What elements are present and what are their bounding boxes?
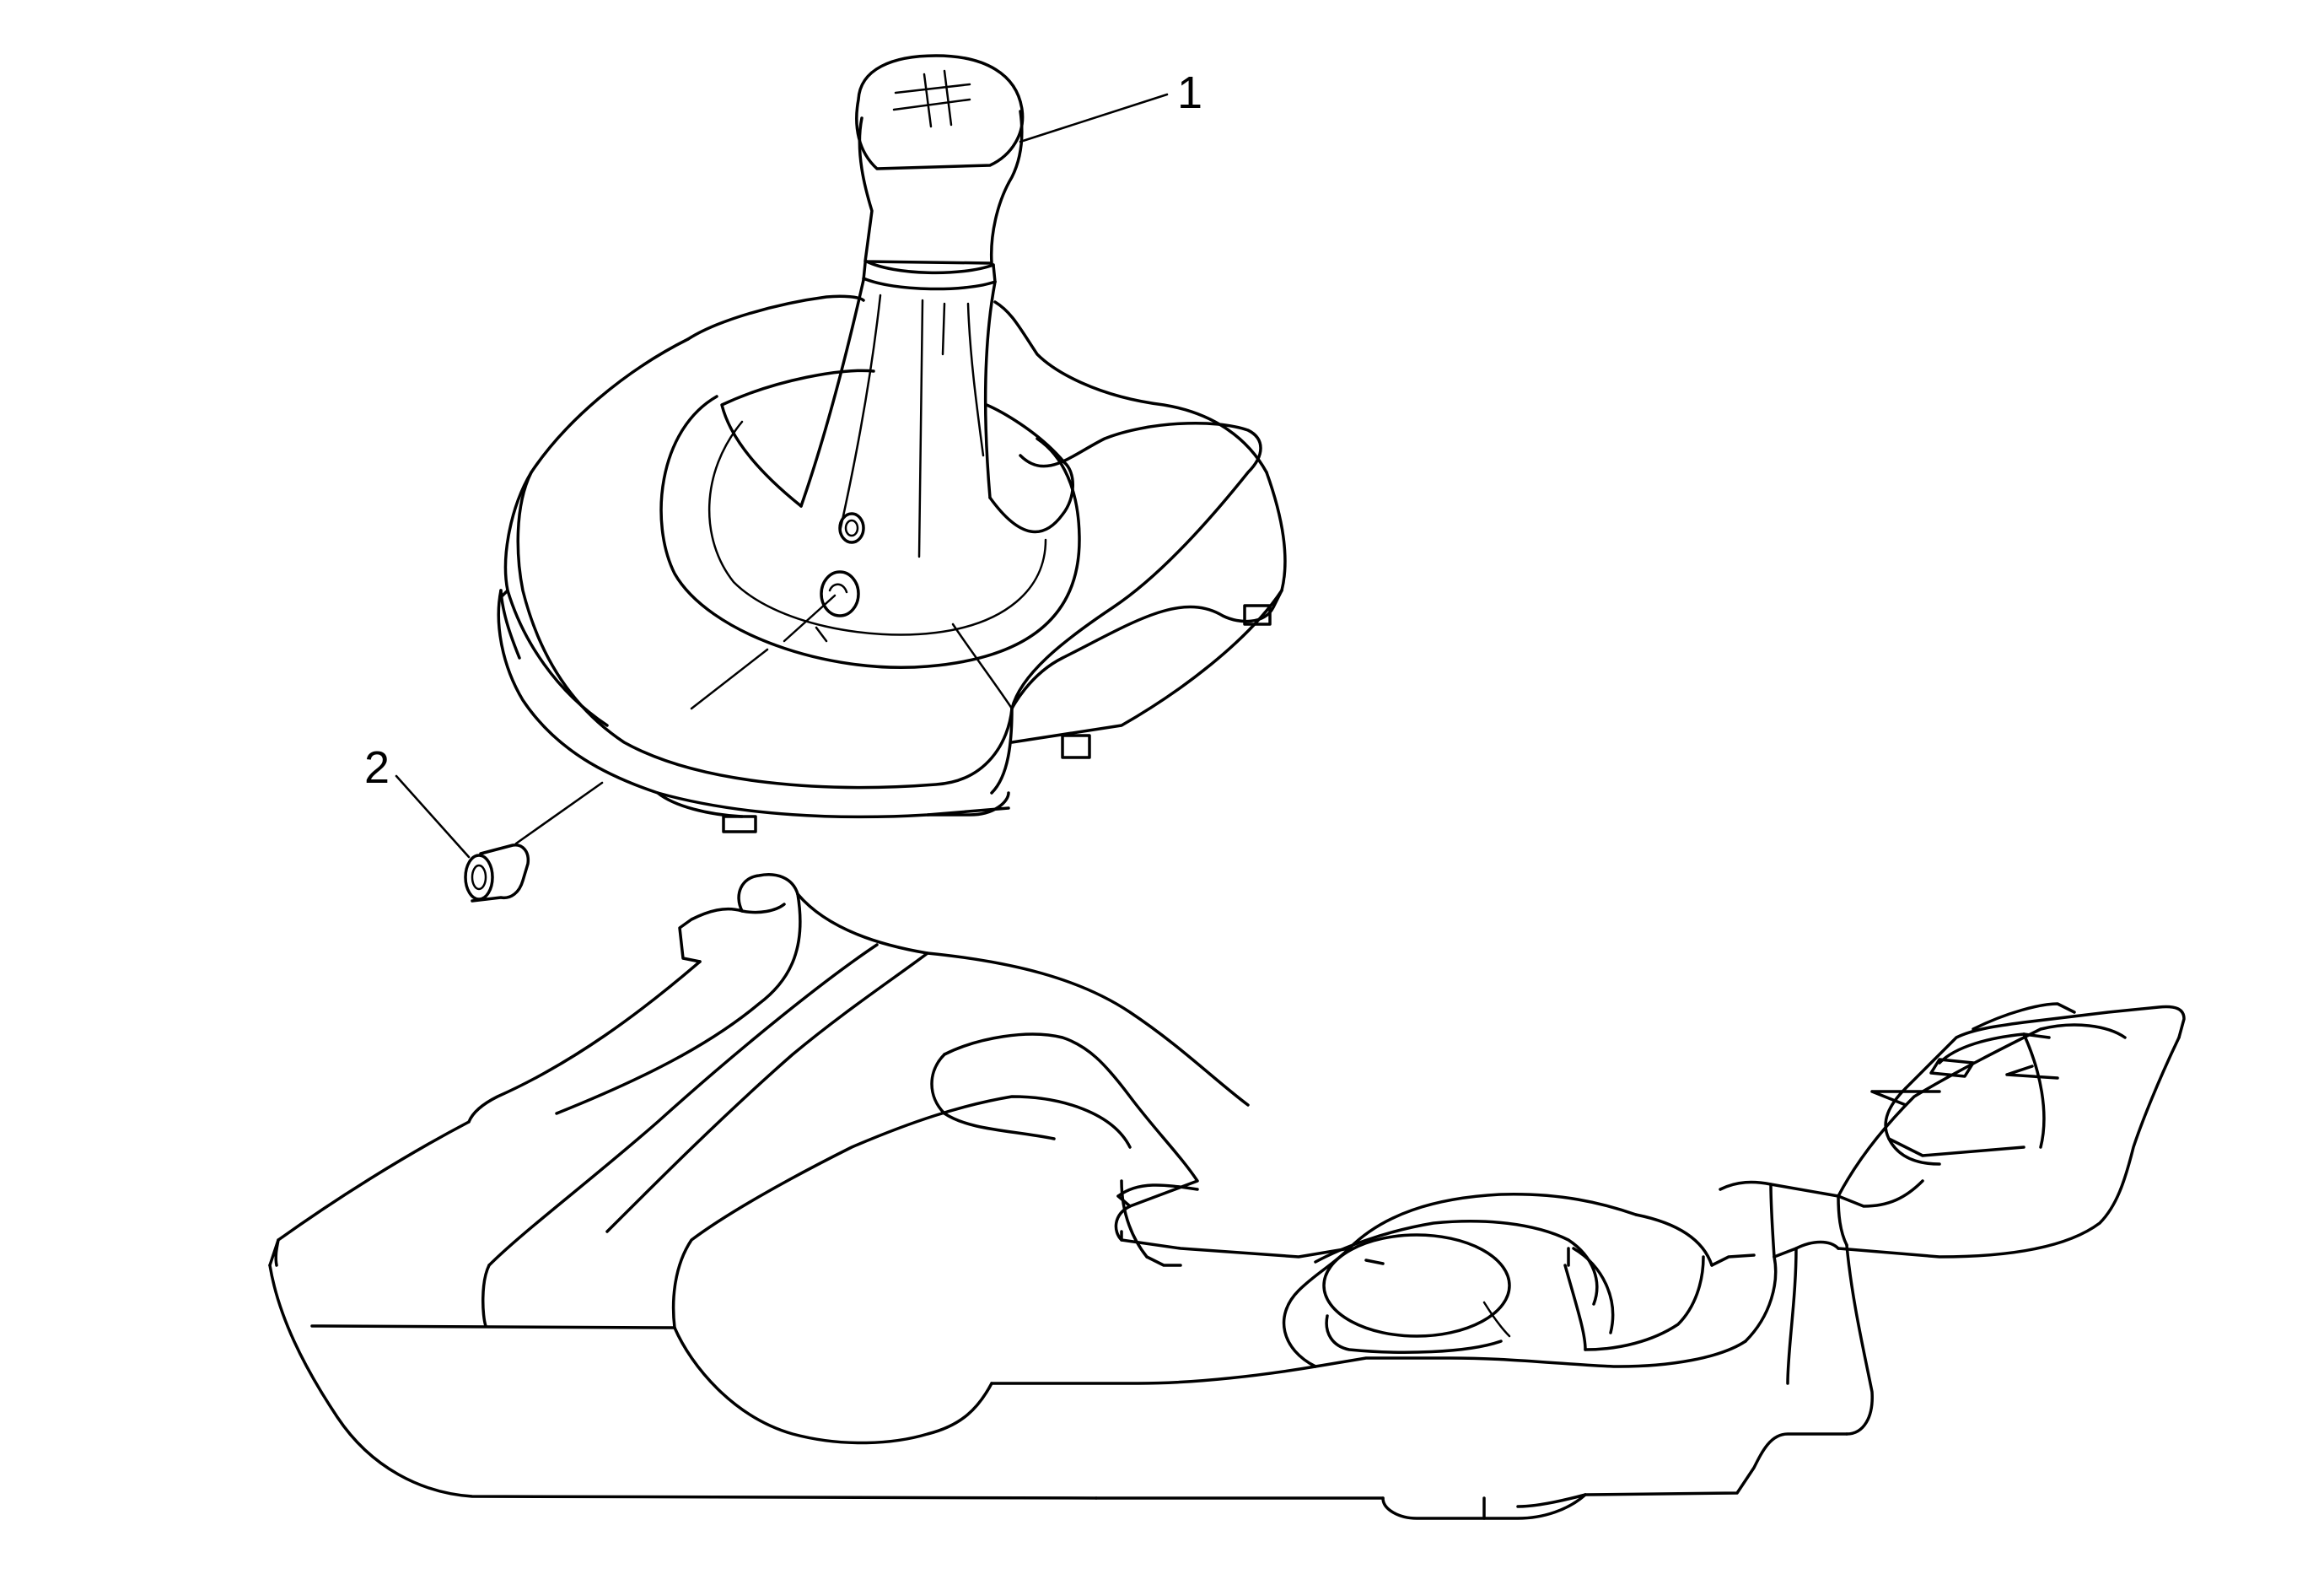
shift-pattern-icon <box>892 69 971 128</box>
shift-knob-cap <box>855 54 1025 170</box>
callout-2-leader <box>395 774 471 859</box>
armrest <box>1904 1005 2186 1090</box>
callout-2-leader-to-part <box>514 781 604 845</box>
shift-knob-boot-assembly <box>497 54 1287 833</box>
callout-1: 1 <box>1019 67 1202 143</box>
callout-1-leader <box>1019 93 1169 143</box>
fastener-hole-upper <box>838 512 865 544</box>
center-console <box>268 873 2186 1520</box>
shift-boot-stem <box>799 278 865 508</box>
boot-bezel-ring <box>659 395 1081 669</box>
fastener-hole-lower <box>820 570 860 617</box>
console-trim-plate <box>516 337 1262 790</box>
callout-1-label: 1 <box>1177 67 1202 118</box>
retaining-tab <box>722 815 757 833</box>
fastener-nut <box>464 844 530 903</box>
callout-2: 2 <box>364 742 604 859</box>
retaining-tab <box>1243 604 1272 626</box>
armrest-slot <box>1929 1058 1975 1078</box>
shift-knob-body <box>858 110 1024 265</box>
callout-2-label: 2 <box>364 742 390 793</box>
cup-holder <box>1314 1220 1599 1306</box>
park-brake-handle <box>943 1032 1199 1208</box>
rear-storage-tray <box>1938 1032 2051 1065</box>
cup-holder-front <box>1322 1233 1511 1338</box>
retaining-tab <box>1061 734 1091 759</box>
